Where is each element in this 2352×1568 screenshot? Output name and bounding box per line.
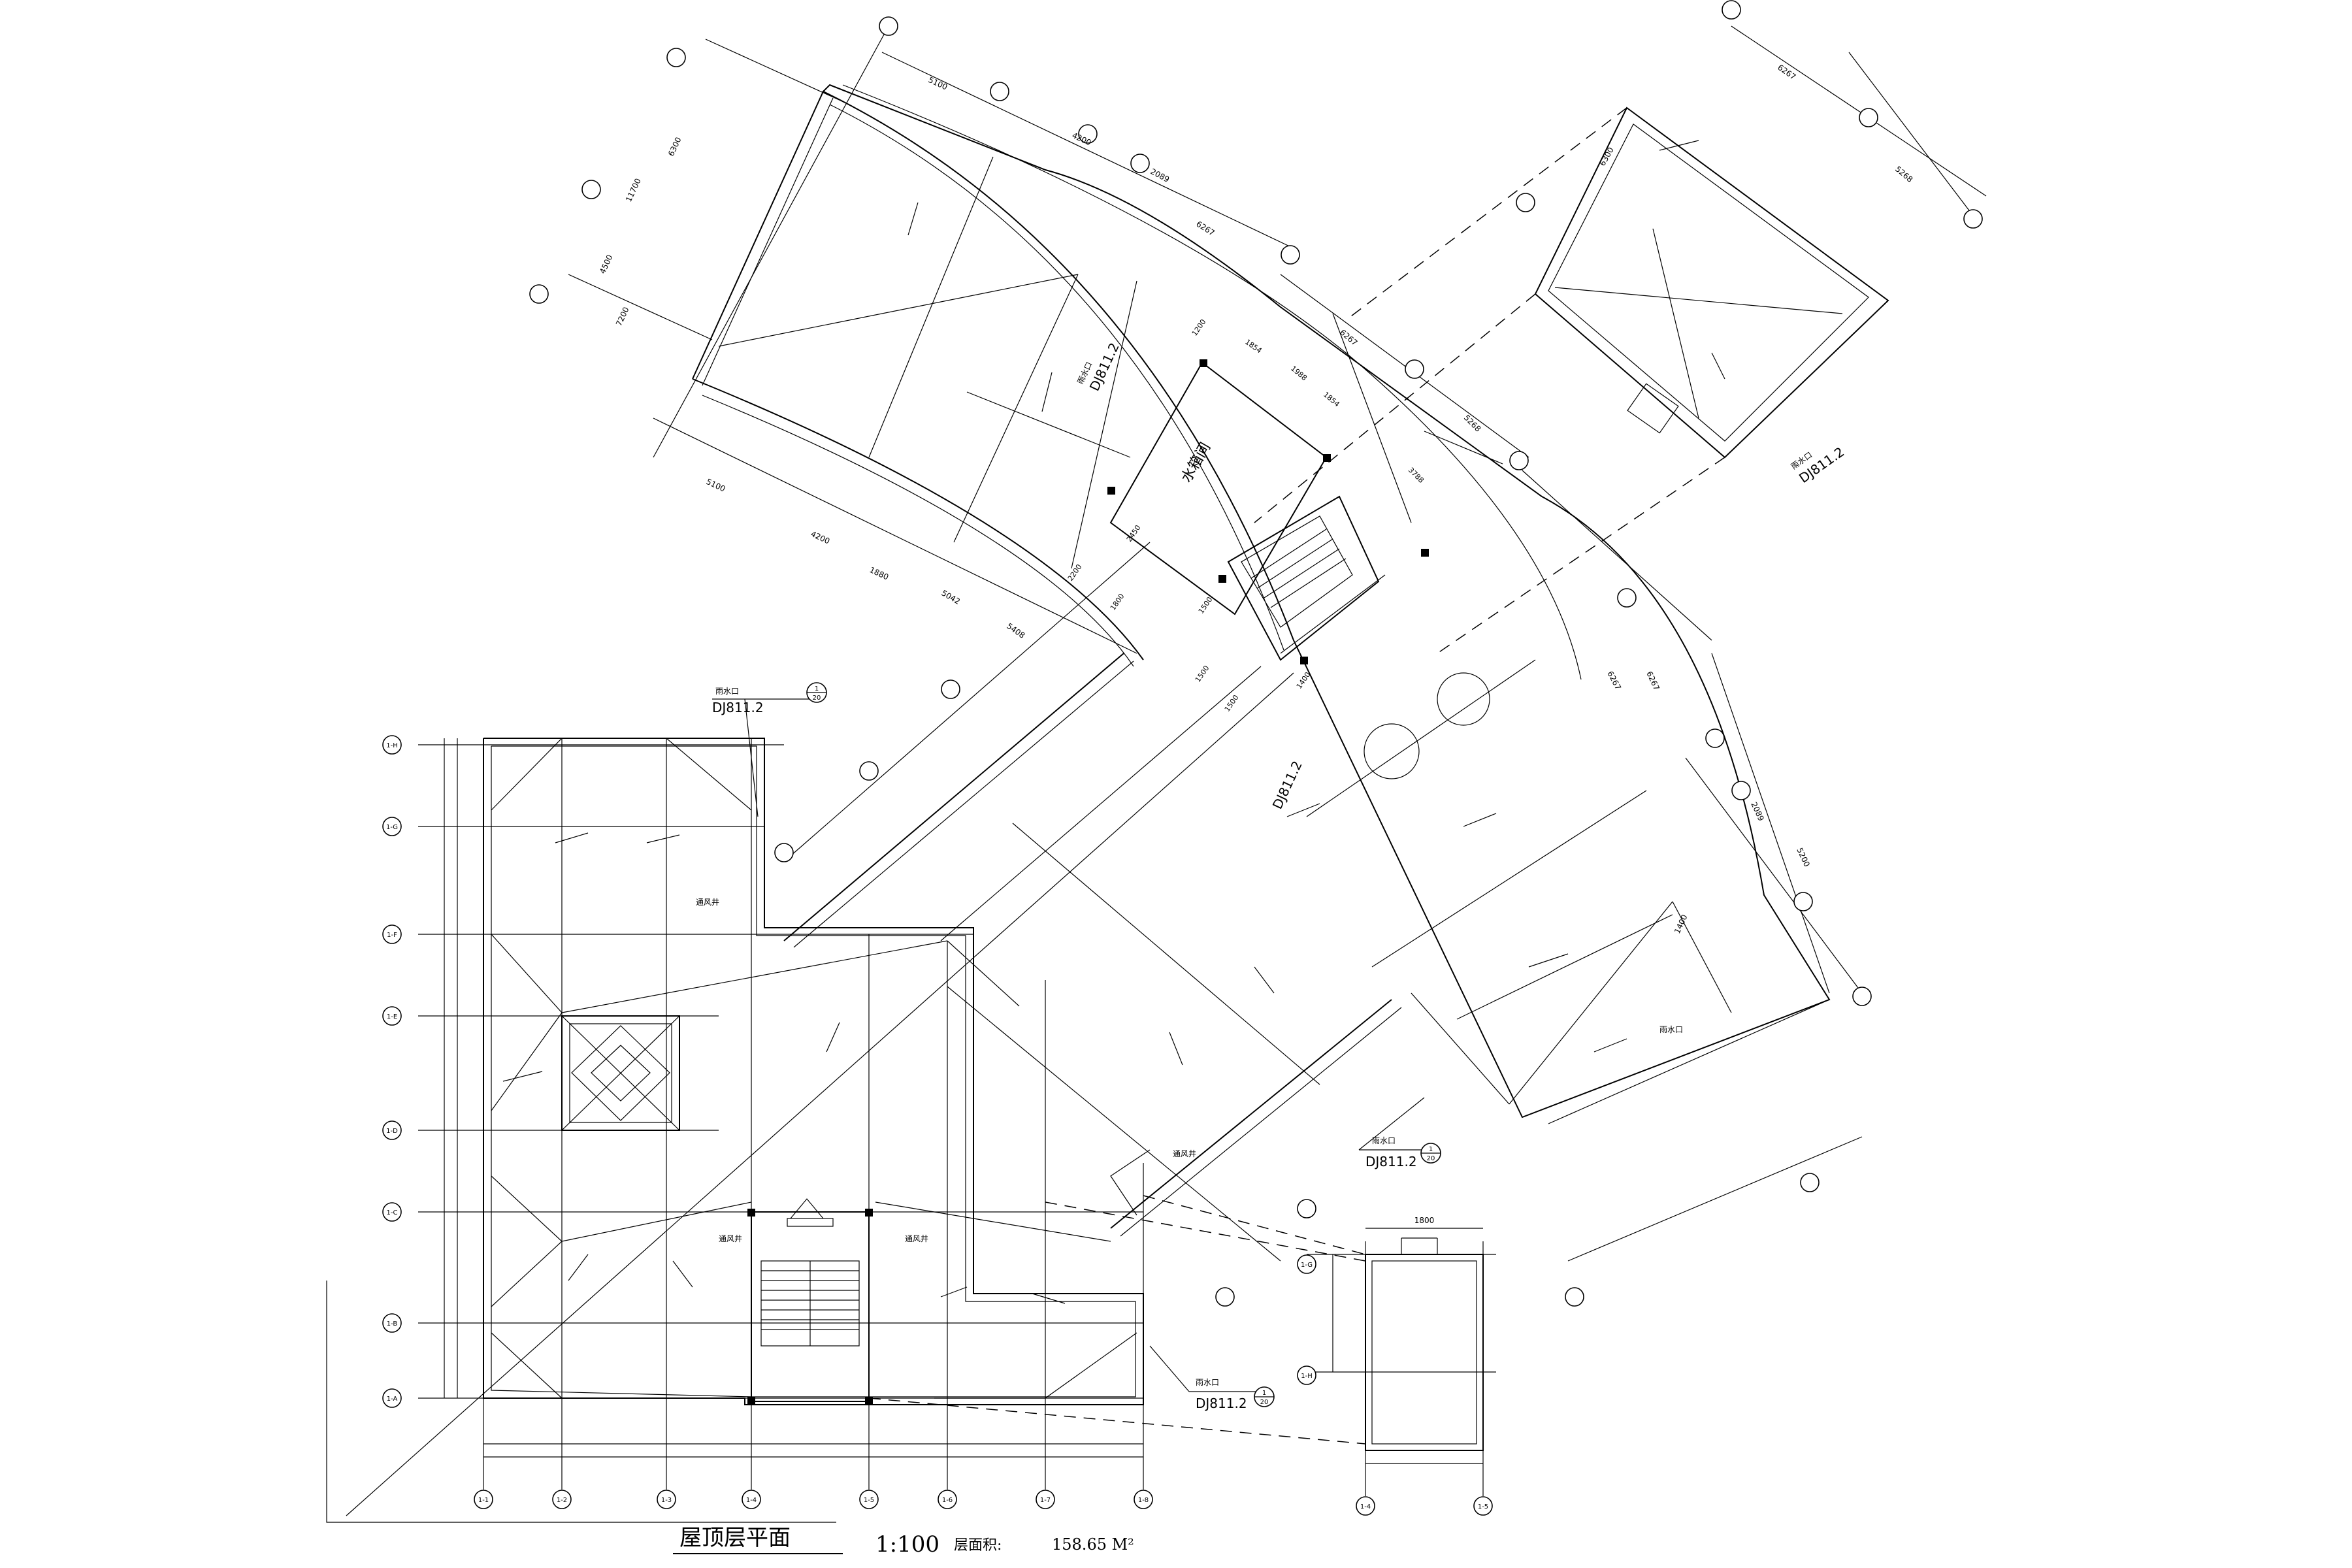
dim-top-4: 6267 — [1338, 328, 1359, 348]
dim-top-2: 2089 — [1149, 167, 1171, 184]
vent-note-4: 通风井 — [1173, 1149, 1196, 1158]
bottom-axis-bubbles: 1-1 1-2 1-3 1-4 1-5 1-6 1-7 1-8 — [474, 1490, 1153, 1509]
detail-ref-text-6: DJ811.2 — [1796, 444, 1847, 486]
left-axis-bubbles: 1-A 1-B 1-C 1-D 1-E 1-F 1-G 1-H — [382, 735, 402, 1408]
dim-inner-6: 2200 — [1066, 563, 1084, 582]
detail-no-1: 1 — [815, 685, 819, 693]
stair-core — [747, 1198, 873, 1405]
area-label: 层面积: — [954, 1537, 1002, 1554]
dim-top-5: 6267 — [1605, 670, 1623, 692]
axis-1-7: 1-7 — [1040, 1497, 1051, 1504]
downpipe-note-1: 雨水口 — [715, 687, 739, 696]
detail-ref-middle: 雨水口 DJ811.2 1 20 — [1358, 1097, 1441, 1169]
dim-side-3: 7200 — [614, 306, 631, 328]
axis-1-A: 1-A — [387, 1396, 398, 1403]
dim-inner-9: 1500 — [1194, 664, 1211, 683]
detail-ref-block: DJ811.2 雨水口 — [1789, 444, 1847, 486]
dim-inner-8: 1500 — [1197, 595, 1215, 615]
axis-1-4: 1-4 — [746, 1497, 757, 1504]
detail-ref-text-1: DJ811.2 — [712, 700, 764, 715]
skylight — [561, 1015, 680, 1131]
dim-bottom-0: 5100 — [705, 477, 727, 494]
detail-ref-stair: DJ811.2 — [1269, 759, 1305, 811]
detail-ref-bottom: 雨水口 DJ811.2 1 20 — [1149, 1345, 1275, 1411]
detail-sheet-2: 20 — [1260, 1399, 1269, 1406]
room-label-water-tank: 水箱间 — [1179, 440, 1215, 485]
axis-1-5: 1-5 — [864, 1497, 874, 1504]
dim-block-0: 6267 — [1776, 63, 1797, 82]
small-axis-1-4: 1-4 — [1360, 1503, 1371, 1511]
area-value: 158.65 M² — [1052, 1535, 1134, 1554]
axis-1-F: 1-F — [387, 932, 397, 939]
lower-left-block — [418, 738, 1151, 1490]
dimension-text: 5100 4200 2089 6267 6267 6267 6300 11700… — [598, 63, 1914, 935]
axis-1-8: 1-8 — [1138, 1497, 1149, 1504]
axis-1-G: 1-G — [386, 824, 398, 831]
small-block-width-dim: 1800 — [1414, 1216, 1435, 1225]
dim-inner-0: 1200 — [1190, 318, 1208, 337]
curved-wing — [346, 84, 1831, 1516]
axis-1-D: 1-D — [386, 1128, 398, 1135]
axis-1-2: 1-2 — [557, 1497, 567, 1504]
dim-bottom-1: 4200 — [809, 529, 832, 546]
dim-inner-1: 1854 — [1243, 338, 1263, 355]
vent-note-1: 通风井 — [696, 898, 719, 907]
dim-top-0: 5100 — [927, 75, 949, 92]
detail-sheet-1: 20 — [813, 694, 821, 702]
vent-note-2: 通风井 — [719, 1234, 742, 1243]
axis-1-B: 1-B — [387, 1320, 398, 1328]
dim-side-0: 6300 — [666, 136, 683, 158]
water-tank-room — [1107, 359, 1429, 664]
axis-1-C: 1-C — [387, 1209, 398, 1217]
drawing-title: 屋顶层平面 — [679, 1525, 791, 1551]
downpipe-note-2: 雨水口 — [1196, 1378, 1219, 1387]
detail-no-3: 1 — [1429, 1146, 1433, 1153]
dim-wing-4: 1400 — [1673, 913, 1690, 936]
downpipe-note-3: 雨水口 — [1372, 1136, 1396, 1145]
dim-bottom-2: 1880 — [868, 565, 890, 582]
dim-block-1: 5268 — [1893, 165, 1914, 184]
downpipe-note-6: 雨水口 — [1659, 1025, 1683, 1034]
dim-inner-7: 1800 — [1109, 592, 1126, 612]
diagonal-axis-bubbles — [529, 0, 1983, 1307]
axis-1-H: 1-H — [386, 742, 398, 749]
dim-bottom-4: 5408 — [1005, 621, 1026, 640]
detail-ref-text-2: DJ811.2 — [1196, 1396, 1247, 1411]
detail-ref-wing: DJ811.2 雨水口 — [1075, 340, 1122, 393]
small-axis-1-G: 1-G — [1301, 1262, 1313, 1269]
vent-note-3: 通风井 — [905, 1234, 928, 1243]
dim-wing-3: 2089 — [1749, 800, 1766, 823]
dim-inner-2: 1988 — [1289, 364, 1309, 382]
drawing-scale: 1:100 — [875, 1531, 939, 1558]
slope-arrows — [502, 832, 1066, 1304]
axis-1-1: 1-1 — [478, 1497, 489, 1504]
dim-side-2: 4500 — [598, 253, 615, 276]
dimension-lines — [444, 25, 1987, 1458]
dim-bottom-3: 5042 — [940, 588, 962, 606]
dim-wing-2: 5200 — [1795, 846, 1812, 868]
detail-ref-left: 雨水口 DJ811.2 1 20 — [712, 682, 827, 817]
dim-inner-4: 3788 — [1407, 466, 1426, 485]
axis-1-E: 1-E — [387, 1013, 397, 1021]
upper-right-block — [1254, 106, 1889, 654]
small-axis-1-5: 1-5 — [1478, 1503, 1488, 1511]
detail-sheet-3: 20 — [1427, 1155, 1435, 1162]
dim-top-3: 6267 — [1194, 220, 1216, 238]
title-block: 屋顶层平面 1:100 层面积: 158.65 M² — [326, 1281, 1134, 1558]
detail-ref-text-3: DJ811.2 — [1365, 1154, 1417, 1169]
small-axis-1-H: 1-H — [1301, 1373, 1313, 1380]
dim-wing-0: 6267 — [1644, 670, 1661, 692]
dim-side-1: 11700 — [624, 177, 643, 204]
axis-1-3: 1-3 — [661, 1497, 672, 1504]
dim-wing-1: 5268 — [1462, 413, 1482, 433]
axis-1-6: 1-6 — [942, 1497, 953, 1504]
detail-ref-text-5: DJ811.2 — [1269, 759, 1305, 811]
dim-inner-5: 2450 — [1125, 523, 1143, 543]
detail-no-2: 1 — [1262, 1390, 1266, 1397]
dim-inner-3: 1854 — [1322, 390, 1341, 408]
small-block — [868, 1195, 1496, 1496]
small-block-axis-bubbles: 1-G 1-H 1-4 1-5 1800 — [1297, 1216, 1493, 1516]
